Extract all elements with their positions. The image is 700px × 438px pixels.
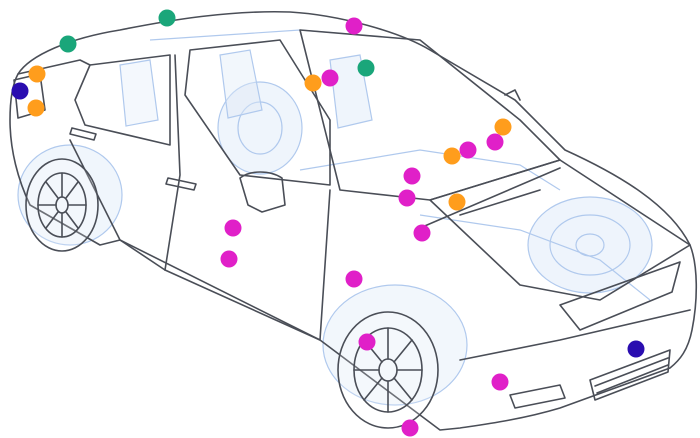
rear-door-line — [69, 139, 166, 271]
marker-3 — [345, 17, 363, 35]
marker-19 — [220, 250, 238, 268]
headlight — [559, 261, 681, 331]
marker-7 — [304, 74, 322, 92]
marker-12 — [459, 141, 477, 159]
b-pillar — [164, 54, 181, 271]
marker-10 — [494, 118, 512, 136]
marker-24 — [401, 419, 419, 437]
rear-door-handle — [69, 127, 97, 141]
engine-ghost — [419, 214, 651, 301]
marker-layer — [11, 9, 645, 437]
grille — [589, 349, 671, 401]
front-tire-ghost-inner — [549, 214, 631, 276]
front-side-window — [184, 39, 331, 186]
grille-line-1 — [594, 357, 669, 387]
marker-14 — [403, 167, 421, 185]
marker-4 — [28, 65, 46, 83]
marker-6 — [27, 99, 45, 117]
marker-13 — [443, 147, 461, 165]
rear-side-window — [74, 54, 171, 146]
wiper — [419, 167, 561, 229]
marker-20 — [345, 270, 363, 288]
front-door-handle — [165, 177, 197, 191]
marker-15 — [398, 189, 416, 207]
marker-8 — [321, 69, 339, 87]
side-mirror — [239, 171, 286, 213]
front-well-ghost — [322, 284, 468, 406]
front-door-line — [164, 189, 331, 341]
marker-23 — [491, 373, 509, 391]
marker-16 — [448, 193, 466, 211]
antenna — [504, 89, 521, 101]
front-bumper — [459, 309, 691, 361]
rear-wheel-tire — [25, 158, 99, 252]
marker-11 — [486, 133, 504, 151]
grille-line-2 — [596, 364, 669, 394]
marker-2 — [59, 35, 77, 53]
rear-wheel-spokes — [37, 172, 87, 238]
marker-1 — [158, 9, 176, 27]
car-internals-ghost — [17, 29, 653, 406]
marker-17 — [413, 224, 431, 242]
steering-wheel-ghost — [217, 81, 303, 175]
marker-22 — [627, 340, 645, 358]
marker-18 — [224, 219, 242, 237]
marker-9 — [357, 59, 375, 77]
front-wheel-spokes — [353, 327, 423, 413]
fog-light — [509, 384, 566, 409]
wiper-2 — [459, 189, 541, 216]
seat-ghost-2 — [219, 49, 263, 119]
hood — [429, 159, 691, 301]
roof-frame-ghost — [149, 29, 421, 41]
marker-21 — [358, 333, 376, 351]
seat-ghost-3 — [119, 59, 159, 127]
front-tire-ghost — [527, 196, 653, 294]
marker-5 — [11, 82, 29, 100]
